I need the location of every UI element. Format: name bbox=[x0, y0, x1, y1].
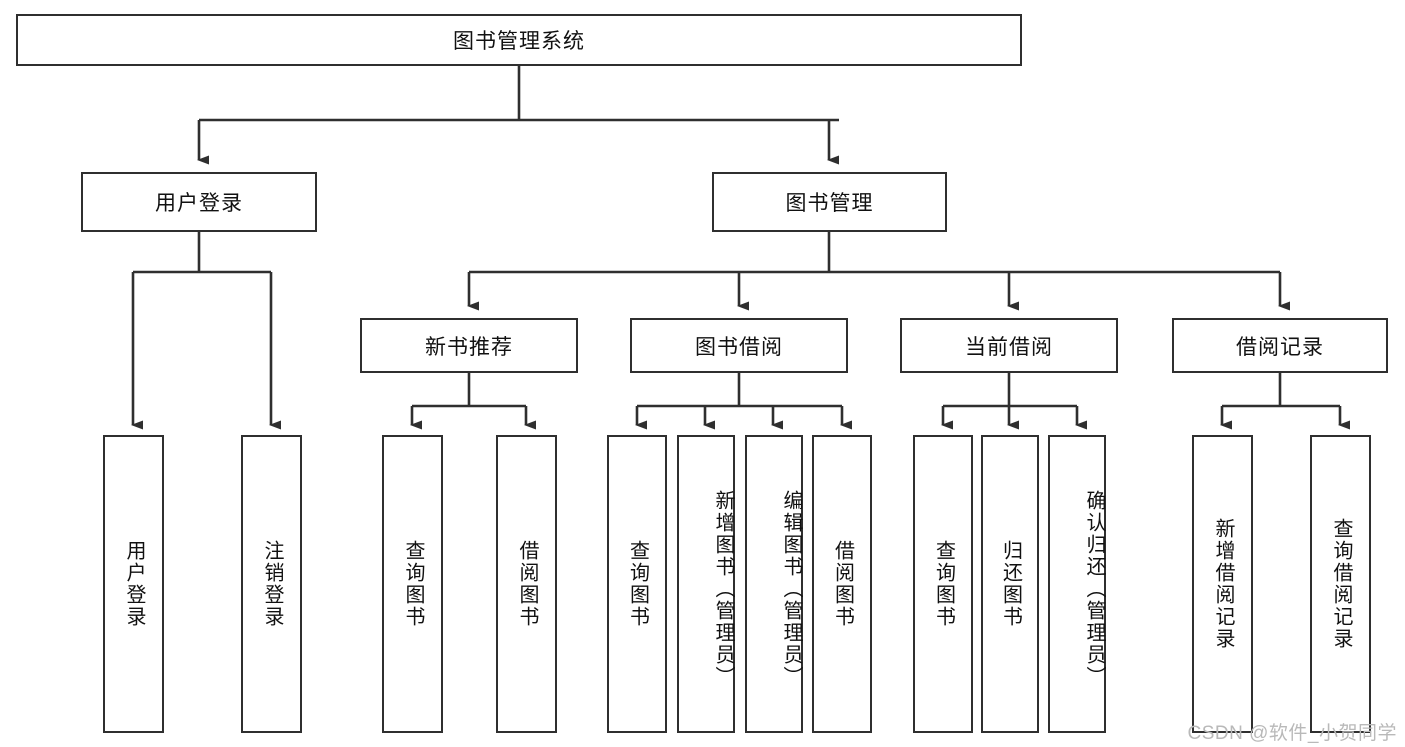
node-label: 图书借阅 bbox=[695, 335, 783, 359]
node-label: 新书推荐 bbox=[425, 335, 513, 359]
leaf-user-login-login[interactable]: 用户登录 bbox=[103, 435, 164, 733]
node-label: 用户登录 bbox=[155, 192, 243, 215]
node-label: 图书管理系统 bbox=[453, 30, 585, 53]
leaf-label: 用户登录 bbox=[123, 540, 145, 628]
node-user-login[interactable]: 用户登录 bbox=[81, 172, 317, 232]
node-label: 当前借阅 bbox=[965, 335, 1053, 359]
leaf-book-borrow-query-book[interactable]: 查询图书 bbox=[607, 435, 667, 733]
leaf-label: 借阅图书 bbox=[516, 540, 538, 628]
node-current-borrow[interactable]: 当前借阅 bbox=[900, 318, 1118, 373]
leaf-label: 确认归还（管理员） bbox=[1083, 490, 1105, 688]
leaf-book-borrow-borrow-book[interactable]: 借阅图书 bbox=[812, 435, 872, 733]
leaf-label: 注销登录 bbox=[261, 540, 283, 628]
watermark-text: CSDN @软件_小贺同学 bbox=[1187, 723, 1397, 744]
node-book-borrow[interactable]: 图书借阅 bbox=[630, 318, 848, 373]
leaf-label: 编辑图书（管理员） bbox=[780, 490, 802, 688]
leaf-new-book-borrow-book[interactable]: 借阅图书 bbox=[496, 435, 557, 733]
leaf-label: 借阅图书 bbox=[831, 540, 854, 628]
leaf-label: 查询借阅记录 bbox=[1330, 518, 1352, 650]
leaf-label: 归还图书 bbox=[999, 540, 1022, 628]
leaf-current-borrow-query-book[interactable]: 查询图书 bbox=[913, 435, 973, 733]
node-root-book-management-system[interactable]: 图书管理系统 bbox=[16, 14, 1022, 66]
leaf-new-book-query-book[interactable]: 查询图书 bbox=[382, 435, 443, 733]
leaf-label: 新增借阅记录 bbox=[1212, 518, 1234, 650]
leaf-current-borrow-confirm-return-admin[interactable]: 确认归还（管理员） bbox=[1048, 435, 1106, 733]
leaf-label: 查询图书 bbox=[402, 540, 424, 628]
leaf-borrow-record-query-record[interactable]: 查询借阅记录 bbox=[1310, 435, 1371, 733]
leaf-borrow-record-add-record[interactable]: 新增借阅记录 bbox=[1192, 435, 1253, 733]
leaf-user-login-logout[interactable]: 注销登录 bbox=[241, 435, 302, 733]
node-new-book-recommend[interactable]: 新书推荐 bbox=[360, 318, 578, 373]
node-book-management[interactable]: 图书管理 bbox=[712, 172, 947, 232]
leaf-book-borrow-edit-book-admin[interactable]: 编辑图书（管理员） bbox=[745, 435, 803, 733]
node-borrow-record[interactable]: 借阅记录 bbox=[1172, 318, 1388, 373]
leaf-label: 查询图书 bbox=[932, 540, 955, 628]
leaf-book-borrow-add-book-admin[interactable]: 新增图书（管理员） bbox=[677, 435, 735, 733]
leaf-current-borrow-return-book[interactable]: 归还图书 bbox=[981, 435, 1039, 733]
leaf-label: 查询图书 bbox=[626, 540, 649, 628]
node-label: 图书管理 bbox=[785, 192, 874, 215]
node-label: 借阅记录 bbox=[1236, 335, 1324, 359]
leaf-label: 新增图书（管理员） bbox=[712, 490, 734, 688]
